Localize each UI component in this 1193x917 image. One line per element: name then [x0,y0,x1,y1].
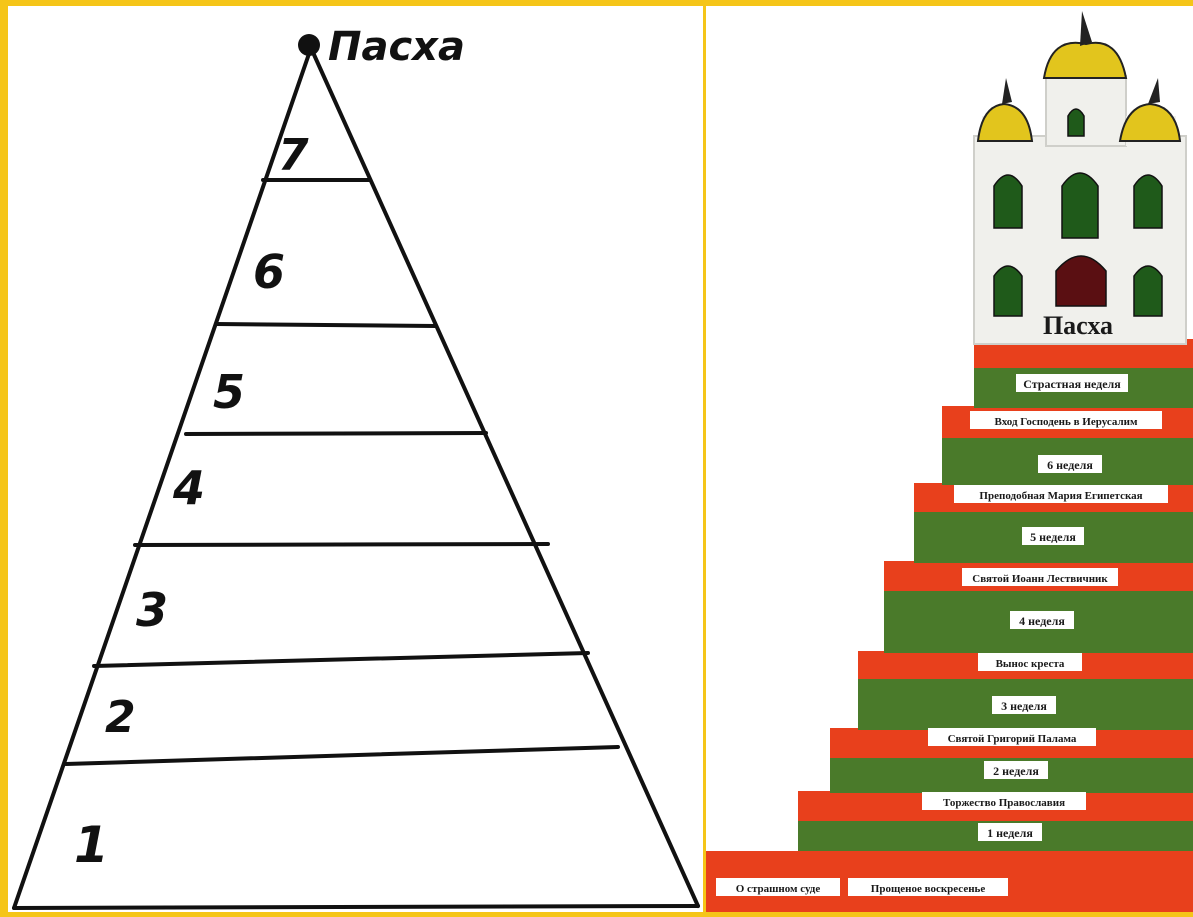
step-label-week-4: 4 неделя [1019,614,1065,628]
church-door [1056,256,1106,306]
step-label-week-3: 3 неделя [1001,699,1047,713]
pyramid-left-edge [14,48,311,908]
hand-drawn-pyramid-panel: Пасха 7 6 5 4 3 2 1 [8,6,703,912]
step-label-gregory-palamas: Святой Григорий Палама [948,733,1077,745]
level-1-number: 1 [74,816,109,874]
level-6-number: 6 [253,245,285,299]
church-illustration: Пасха [974,11,1186,344]
step-label-triumph-orthodoxy: Торжество Православия [943,797,1065,809]
right-dome [1120,104,1180,141]
step-label-week-1: 1 неделя [987,826,1033,840]
pyramid-right-edge [311,48,698,906]
level-divider [94,653,588,666]
step-label-mary-egyptian: Преподобная Мария Египетская [979,490,1142,502]
level-4-number: 4 [172,461,205,515]
left-dome [978,104,1032,141]
step-label-john-climacus: Святой Иоанн Лествичник [972,573,1108,585]
center-dome [1044,43,1126,78]
step-label-week-6: 6 неделя [1047,458,1093,472]
step-label-palm-sunday: Вход Господень в Иерусалим [995,416,1138,428]
step-label-forgiveness-sunday: Прощеное воскресенье [871,883,986,895]
pyramid-drawing: Пасха 7 6 5 4 3 2 1 [8,6,703,912]
level-2-number: 2 [105,692,136,743]
staircase-drawing: Пасха Страстная неделя Вход Господень в … [706,6,1193,912]
pyramid-base-line [14,906,698,908]
step-label-week-2: 2 неделя [993,764,1039,778]
staircase-model-panel: Пасха Страстная неделя Вход Господень в … [706,6,1193,912]
step-label-veneration-cross: Вынос креста [996,658,1065,670]
level-3-number: 3 [136,583,168,637]
level-divider [135,544,548,545]
step-label-passion-week: Страстная неделя [1023,377,1121,391]
church-title: Пасха [1043,311,1113,340]
level-5-number: 5 [213,365,245,419]
apex-dot [298,34,320,56]
step-label-last-judgment: О страшном суде [736,883,821,895]
level-divider [186,433,486,434]
step-label-week-5: 5 неделя [1030,530,1076,544]
level-divider [216,324,436,326]
level-divider [66,747,618,764]
apex-label: Пасха [328,24,465,70]
level-7-number: 7 [278,130,309,181]
